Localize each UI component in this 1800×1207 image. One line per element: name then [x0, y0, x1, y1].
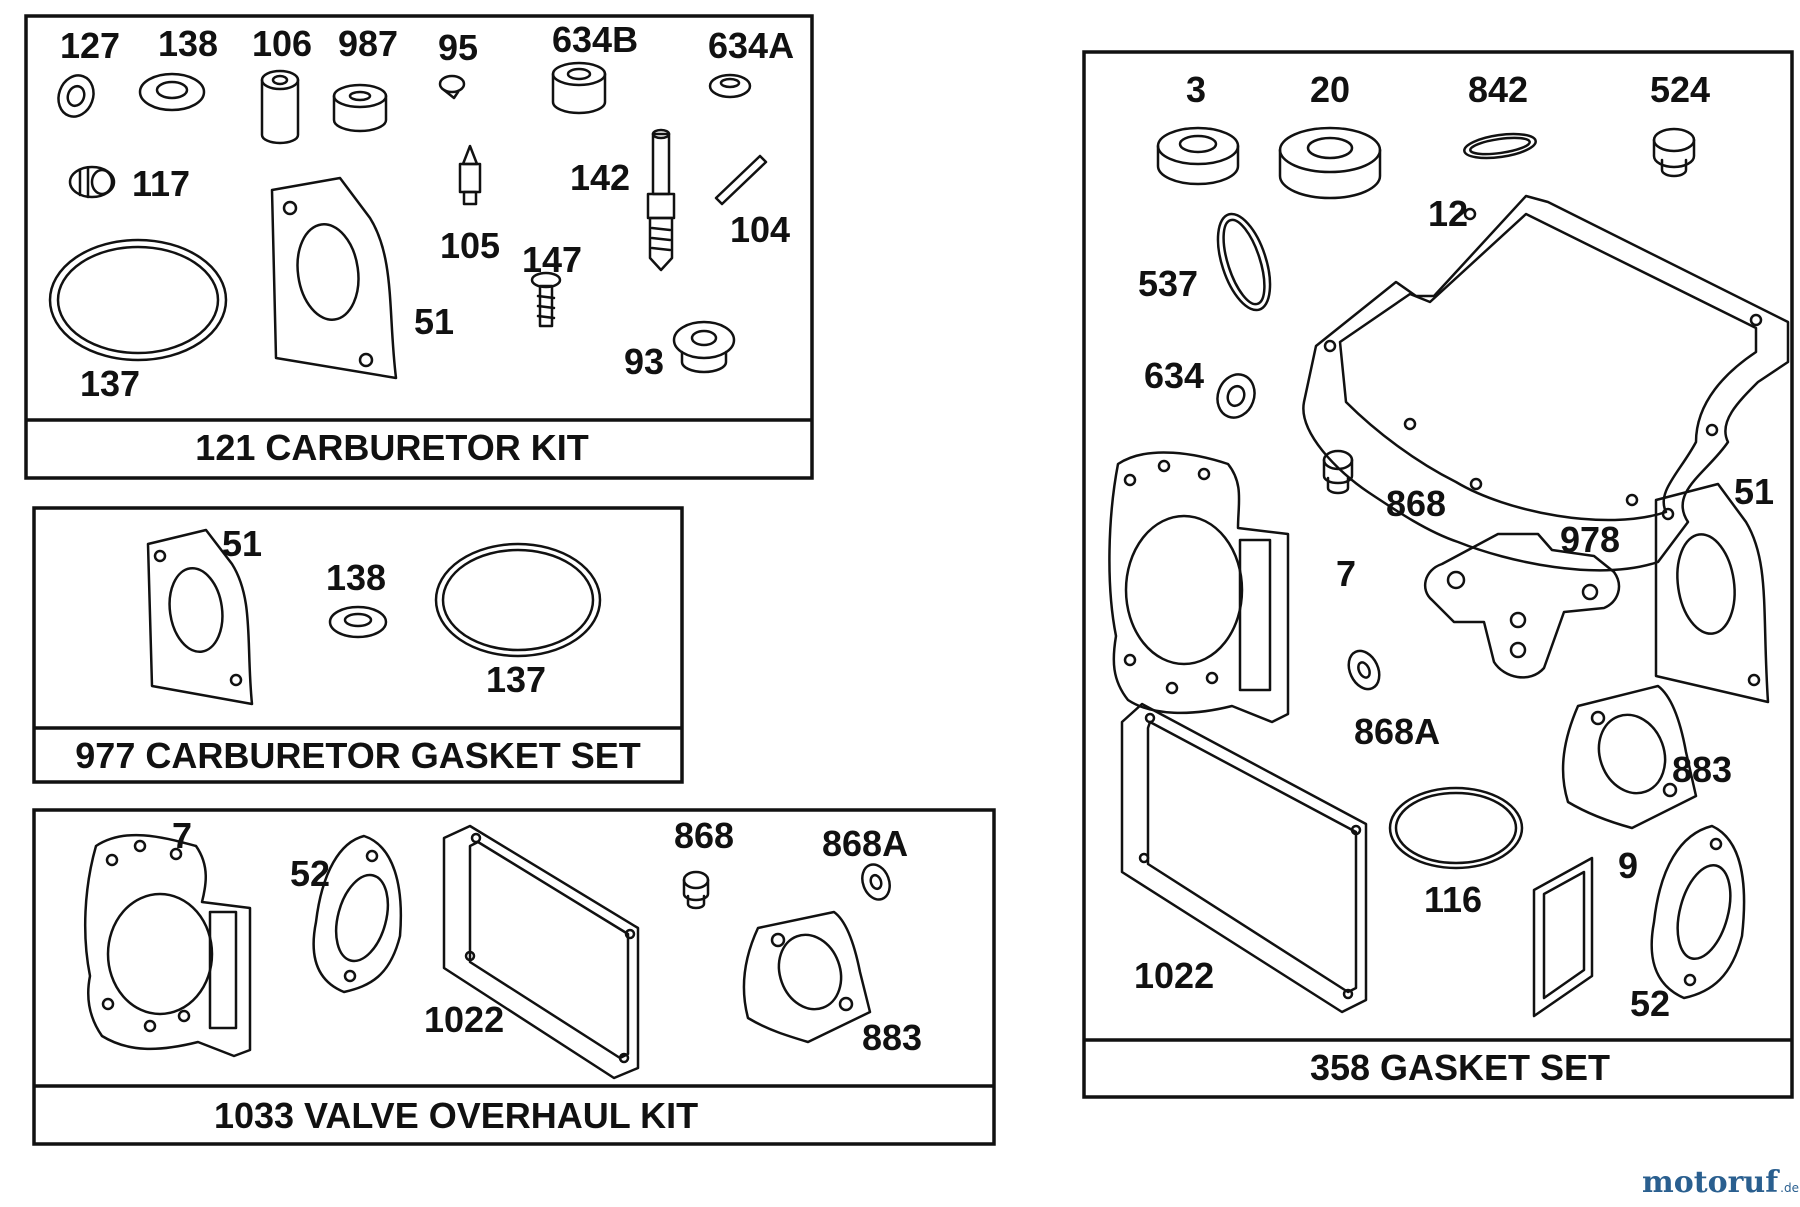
gs-label-7: 7 — [1336, 553, 1356, 594]
gs-part-20-seal — [1278, 126, 1382, 200]
gs-part-51-gasket — [1654, 482, 1770, 704]
gs-part-524-plug — [1652, 127, 1696, 178]
carburetor-kit-panel: 121 CARBURETOR KIT — [24, 14, 814, 480]
gs-part-9-gasket — [1532, 856, 1594, 1018]
gasket-set-label-137: 137 — [486, 659, 546, 700]
part-117-plug — [68, 165, 116, 199]
part-105-needle — [458, 144, 482, 206]
gasket-set-title: 358 GASKET SET — [1310, 1047, 1610, 1088]
gs-part-7-head-gasket — [1108, 451, 1290, 724]
label-93: 93 — [624, 341, 664, 382]
gs-label-9: 9 — [1618, 845, 1638, 886]
gs-part-116-oring — [1388, 786, 1524, 870]
gs-label-52: 52 — [1630, 983, 1670, 1024]
part-147-screw — [530, 271, 562, 328]
valve-label-868: 868 — [674, 815, 734, 856]
gs-part-978-bracket — [1423, 532, 1621, 679]
valve-label-1022: 1022 — [424, 999, 504, 1040]
gs-label-868A: 868A — [1354, 711, 1440, 752]
label-634A: 634A — [708, 25, 794, 66]
label-117: 117 — [132, 163, 190, 204]
part-138-washer — [138, 72, 206, 112]
label-127: 127 — [60, 25, 120, 66]
gs-part-1022-cover-gasket — [1120, 702, 1368, 1014]
gs-part-3-seal — [1156, 126, 1240, 186]
label-138: 138 — [158, 23, 218, 64]
valve-label-868A: 868A — [822, 823, 908, 864]
gs-label-883: 883 — [1672, 749, 1732, 790]
label-987: 987 — [338, 23, 398, 64]
gs-part-842-oring — [1463, 132, 1537, 160]
carburetor-kit-title: 121 CARBURETOR KIT — [195, 427, 588, 468]
gs-label-1022: 1022 — [1134, 955, 1214, 996]
gasket-set-part-138-washer — [328, 605, 388, 639]
part-106-bushing — [260, 69, 300, 145]
watermark-tld: .de — [1780, 1181, 1799, 1195]
part-104-pin — [714, 154, 768, 206]
gs-label-524: 524 — [1650, 69, 1710, 110]
label-137: 137 — [80, 363, 140, 404]
valve-overhaul-kit-title: 1033 VALVE OVERHAUL KIT — [214, 1095, 698, 1136]
gs-label-842: 842 — [1468, 69, 1528, 110]
watermark-name: motoruf — [1642, 1165, 1780, 1200]
part-93-plug — [672, 320, 736, 374]
gs-part-52-gasket — [1650, 824, 1746, 1000]
label-104: 104 — [730, 209, 790, 250]
valve-label-7: 7 — [172, 815, 192, 856]
watermark-logo: motoruf.de — [1642, 1165, 1799, 1200]
valve-part-7-head-gasket — [83, 833, 252, 1058]
valve-part-868-valve-seal — [682, 870, 710, 910]
label-142: 142 — [570, 157, 630, 198]
gs-part-537-oring — [1216, 212, 1272, 312]
valve-part-883-intake-gasket — [742, 910, 872, 1044]
part-51-gasket — [270, 176, 398, 380]
part-127-washer — [57, 74, 95, 118]
gs-label-12: 12 — [1428, 193, 1468, 234]
gasket-set-label-138: 138 — [326, 557, 386, 598]
valve-part-1022-cover-gasket — [442, 824, 640, 1080]
gasket-set-label-51: 51 — [222, 523, 262, 564]
gs-part-868A-washer — [1347, 649, 1381, 691]
gs-label-634: 634 — [1144, 355, 1204, 396]
part-987-spacer — [332, 83, 388, 133]
label-634B: 634B — [552, 19, 638, 60]
gs-label-868: 868 — [1386, 483, 1446, 524]
valve-overhaul-kit-panel: 1033 VALVE OVERHAUL KIT — [32, 808, 996, 1146]
label-105: 105 — [440, 225, 500, 266]
part-634A-washer — [708, 73, 752, 99]
part-634B-bushing — [551, 61, 607, 115]
gs-label-116: 116 — [1424, 879, 1482, 920]
gs-part-868-valve-seal — [1322, 449, 1354, 495]
gasket-set-panel: 358 GASKET SET — [1082, 50, 1794, 1099]
label-106: 106 — [252, 23, 312, 64]
gasket-set-part-137-oring — [434, 542, 602, 658]
carburetor-gasket-set-panel: 977 CARBURETOR GASKET SET 51 138 137 — [32, 506, 684, 784]
carburetor-gasket-set-title: 977 CARBURETOR GASKET SET — [75, 735, 640, 776]
label-51: 51 — [414, 301, 454, 342]
gs-part-12-crankcase-gasket — [1302, 194, 1790, 572]
part-137-oring — [48, 238, 228, 362]
gs-label-978: 978 — [1560, 519, 1620, 560]
gasket-set-part-51-gasket — [146, 528, 254, 706]
valve-part-52-gasket — [312, 834, 403, 994]
svg-text:motoruf.de: motoruf.de — [1642, 1165, 1799, 1200]
gs-label-3: 3 — [1186, 69, 1206, 110]
part-142-jet — [646, 128, 676, 272]
gs-part-883-intake-gasket — [1561, 684, 1698, 830]
gs-label-537: 537 — [1138, 263, 1198, 304]
label-95: 95 — [438, 27, 478, 68]
valve-part-868A-washer — [861, 863, 891, 901]
valve-label-883: 883 — [862, 1017, 922, 1058]
gs-label-20: 20 — [1310, 69, 1350, 110]
gs-part-634-washer — [1216, 373, 1256, 419]
part-95-screw — [438, 74, 466, 100]
label-147: 147 — [522, 239, 582, 280]
valve-label-52: 52 — [290, 853, 330, 894]
gs-label-51: 51 — [1734, 471, 1774, 512]
